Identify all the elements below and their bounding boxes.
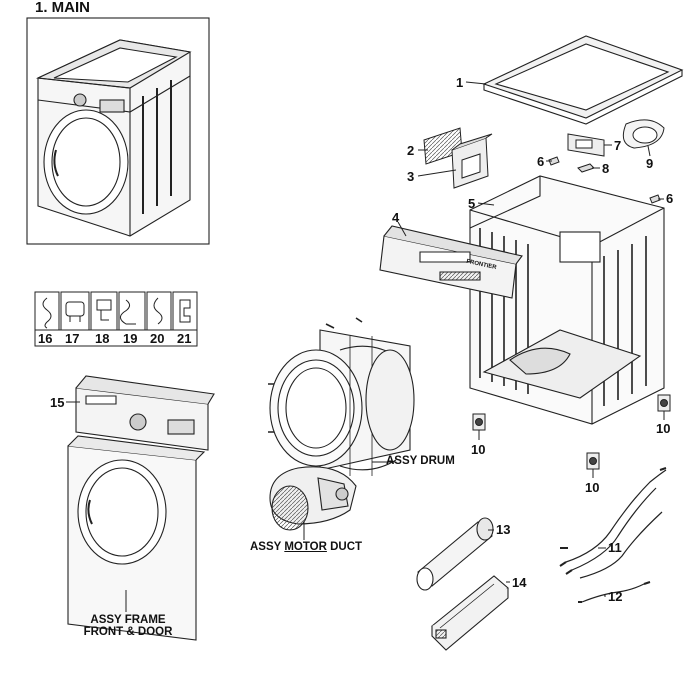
part-20-wire-clip (146, 291, 172, 331)
callout-11: 11 (608, 540, 622, 555)
part-11-wire-harness (559, 467, 667, 579)
callout-10a: 10 (471, 442, 486, 457)
callout-8: 8 (602, 161, 610, 176)
part-5-cabinet (469, 175, 665, 425)
callout-6b: 6 (666, 191, 674, 206)
callout-19: 19 (123, 331, 138, 346)
part-21-clamp (172, 291, 198, 331)
callout-9: 9 (646, 156, 654, 171)
part-14-heater (431, 575, 509, 651)
motor-duct-underlined: MOTOR (284, 541, 327, 553)
callout-20: 20 (150, 331, 165, 346)
part-15-control-panel (75, 375, 215, 451)
callout-21: 21 (177, 331, 192, 346)
inset-frame (26, 17, 210, 245)
part-16-wire-clip (34, 291, 60, 331)
part-17-bracket (60, 291, 90, 331)
callout-10b: 10 (585, 480, 600, 495)
dryer-illustration (35, 39, 192, 237)
callout-4: 4 (392, 210, 400, 225)
part-3-housing (451, 133, 493, 189)
callout-16: 16 (38, 331, 53, 346)
leader-lines (66, 81, 665, 612)
main-unit-inset (26, 17, 210, 245)
part-4-rear-panel (379, 225, 523, 299)
part-8-small-clip (577, 163, 595, 173)
callout-5: 5 (468, 196, 476, 211)
assy-motor-duct (269, 466, 357, 531)
part-9-lint-cover (622, 119, 665, 149)
callout-10c: 10 (656, 421, 671, 436)
callout-7: 7 (614, 138, 622, 153)
part-19-wire-clip (118, 291, 146, 331)
part-number-strip (34, 329, 198, 347)
front-frame-and-door (67, 435, 206, 641)
part-6-clip-a (548, 156, 560, 166)
motor-duct-prefix: ASSY (250, 541, 285, 553)
frame-line-1: ASSY FRAME (90, 614, 166, 626)
part-10-leveling-feet (472, 394, 671, 470)
callout-17: 17 (65, 331, 80, 346)
callout-12: 12 (608, 589, 623, 604)
callout-18: 18 (95, 331, 110, 346)
callout-13: 13 (496, 522, 511, 537)
page-title: 1. MAIN (35, 0, 91, 16)
part-7-cover-plate (567, 133, 605, 157)
callout-6a: 6 (537, 154, 545, 169)
callout-14: 14 (512, 575, 527, 590)
part-12-wire (578, 581, 651, 603)
part-1-top-cover (482, 35, 684, 125)
callout-1: 1 (456, 75, 464, 90)
callout-3: 3 (407, 169, 415, 184)
small-parts-row (34, 291, 198, 347)
part-18-holder (90, 291, 118, 331)
label-assy-motor-duct: ASSY MOTOR DUCT (250, 541, 363, 554)
frame-line-2: FRONT & DOOR (83, 626, 173, 638)
label-assy-frame: ASSY FRAME FRONT & DOOR (80, 614, 176, 638)
motor-duct-suffix: DUCT (326, 541, 363, 553)
assy-drum (268, 317, 415, 476)
callout-2: 2 (407, 143, 415, 158)
part-13-duct (416, 517, 494, 591)
part-6-clip-b (649, 194, 661, 204)
callout-15: 15 (50, 395, 65, 410)
label-assy-drum: ASSY DRUM (386, 455, 455, 467)
